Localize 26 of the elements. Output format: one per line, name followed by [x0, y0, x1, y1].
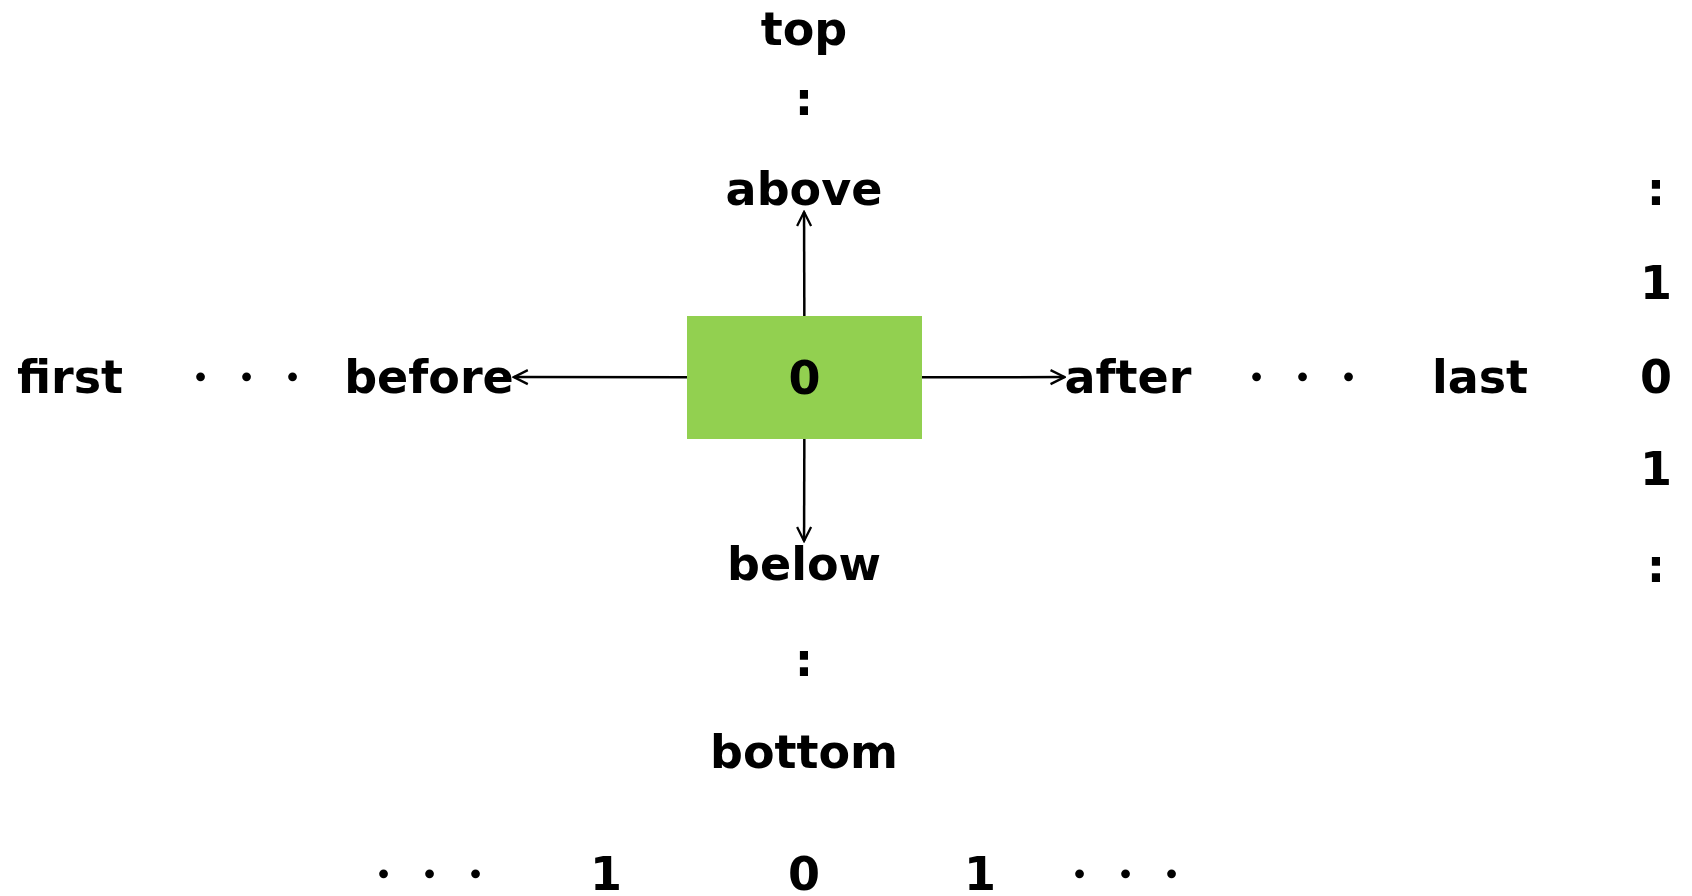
vertical-ellipsis: : [1646, 166, 1666, 212]
index-number: 0 [1640, 354, 1672, 400]
position-label: last [1431, 354, 1529, 400]
position-label: first [16, 354, 124, 400]
index-number: 1 [964, 851, 996, 896]
position-label: bottom [710, 729, 898, 775]
position-label: after [1064, 354, 1192, 400]
arrow [795, 439, 813, 543]
index-number: 0 [788, 851, 820, 896]
arrow [922, 369, 1066, 386]
vertical-ellipsis: : [794, 637, 814, 683]
arrow [795, 210, 813, 316]
ellipsis-dots: ・・・ [177, 354, 315, 400]
vertical-ellipsis: : [1646, 543, 1666, 589]
process-box: 0 [687, 316, 922, 439]
position-label: below [727, 541, 881, 587]
ellipsis-dots: ・・・ [1056, 851, 1194, 896]
ellipsis-dots: ・・・ [360, 851, 498, 896]
index-number: 1 [1640, 446, 1672, 492]
index-number: 1 [1640, 260, 1672, 306]
position-label: before [344, 354, 514, 400]
ellipsis-dots: ・・・ [1233, 354, 1371, 400]
position-label: above [725, 166, 883, 212]
index-number: 1 [590, 851, 622, 896]
arrow [512, 369, 687, 386]
vertical-ellipsis: : [794, 76, 814, 122]
